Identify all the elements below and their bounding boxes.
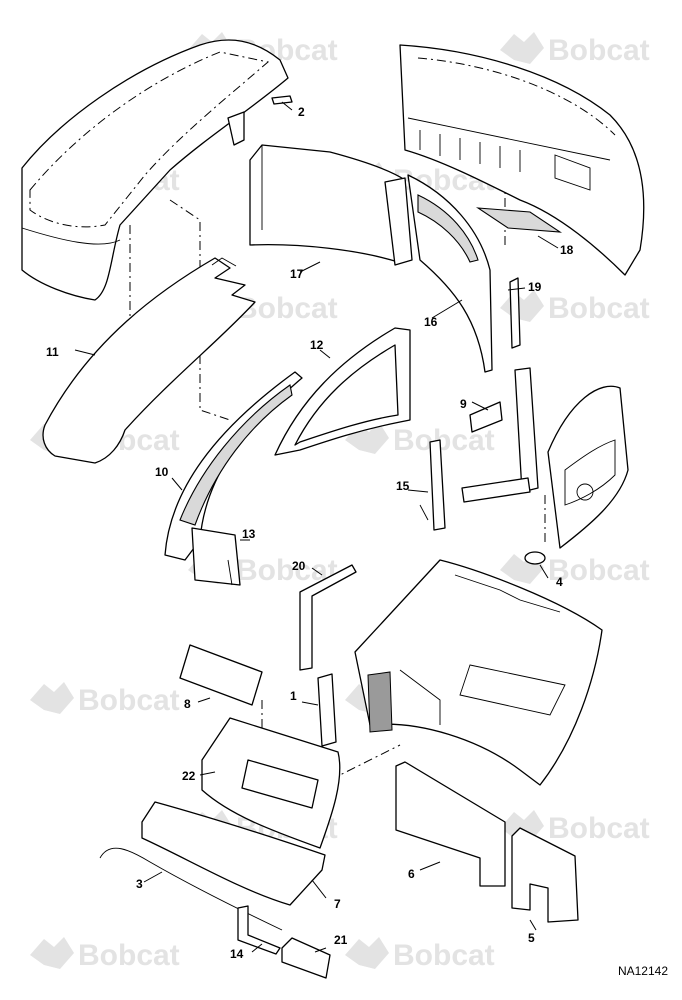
svg-text:Bobcat: Bobcat	[548, 554, 650, 587]
part-15-strip	[419, 439, 446, 531]
part-6-panel	[395, 761, 506, 887]
part-5-panel	[511, 827, 579, 923]
part-8-pad	[179, 644, 263, 706]
part-10-seal	[164, 371, 303, 561]
side-lamp-panel	[547, 385, 629, 549]
callout-14: 14	[230, 947, 244, 961]
watermark-logo: Bobcat	[345, 937, 495, 972]
watermark-logo: Bobcat	[500, 290, 650, 325]
callout-13: 13	[242, 527, 256, 541]
watermark-logo: Bobcat	[30, 937, 180, 972]
callout-12: 12	[310, 338, 324, 352]
part-1-post	[317, 673, 337, 747]
callout-21: 21	[334, 933, 348, 947]
svg-text:Bobcat: Bobcat	[548, 812, 650, 845]
callout-15: 15	[396, 479, 410, 493]
svg-text:Bobcat: Bobcat	[548, 34, 650, 67]
part-20-seal	[299, 564, 357, 671]
callouts: 2 11 17 18 16 19 12 9 10 15 13 4 20 1 8 …	[46, 105, 574, 961]
callout-5: 5	[528, 931, 535, 945]
callout-18: 18	[560, 243, 574, 257]
part-11-pad	[42, 257, 256, 464]
part-22-panel	[201, 717, 341, 849]
drawing-number: NA12142	[617, 964, 668, 978]
callout-2: 2	[298, 105, 305, 119]
callout-7: 7	[334, 897, 341, 911]
part-18-pad	[475, 207, 563, 233]
callout-6: 6	[408, 867, 415, 881]
callout-8: 8	[184, 697, 191, 711]
watermark-logo: Bobcat	[500, 552, 650, 587]
callout-3: 3	[136, 877, 143, 891]
svg-text:Bobcat: Bobcat	[548, 292, 650, 325]
part-12-window-frame	[274, 327, 411, 456]
hood-shell	[21, 39, 289, 301]
watermark-logo: Bobcat	[500, 810, 650, 845]
callout-17: 17	[290, 267, 304, 281]
callout-1: 1	[290, 689, 297, 703]
leader-lines	[74, 101, 559, 953]
part-21-block	[281, 937, 331, 979]
callout-9: 9	[460, 397, 467, 411]
watermark-logo: Bobcat	[500, 32, 650, 67]
part-14-bracket	[237, 905, 281, 955]
svg-text:Bobcat: Bobcat	[78, 684, 180, 717]
callout-11: 11	[46, 345, 59, 359]
svg-text:Bobcat: Bobcat	[393, 939, 495, 972]
part-9-block	[461, 367, 539, 503]
part-2-clip	[227, 95, 293, 146]
callout-16: 16	[424, 315, 438, 329]
svg-text:Bobcat: Bobcat	[78, 939, 180, 972]
callout-4: 4	[556, 575, 563, 589]
callout-22: 22	[182, 769, 196, 783]
callout-10: 10	[155, 465, 169, 479]
part-16-strip	[407, 174, 493, 373]
part-4-ring	[524, 551, 546, 565]
part-19-pad	[509, 277, 521, 349]
svg-text:Bobcat: Bobcat	[236, 292, 338, 325]
part-7-mat	[141, 801, 326, 906]
floor-pan	[354, 559, 603, 786]
rear-cowl	[399, 44, 645, 276]
part-13-pad	[191, 527, 241, 586]
callout-20: 20	[292, 559, 306, 573]
callout-19: 19	[528, 280, 542, 294]
watermark-logo: Bobcat	[30, 682, 180, 717]
part-17-panel	[249, 144, 413, 266]
